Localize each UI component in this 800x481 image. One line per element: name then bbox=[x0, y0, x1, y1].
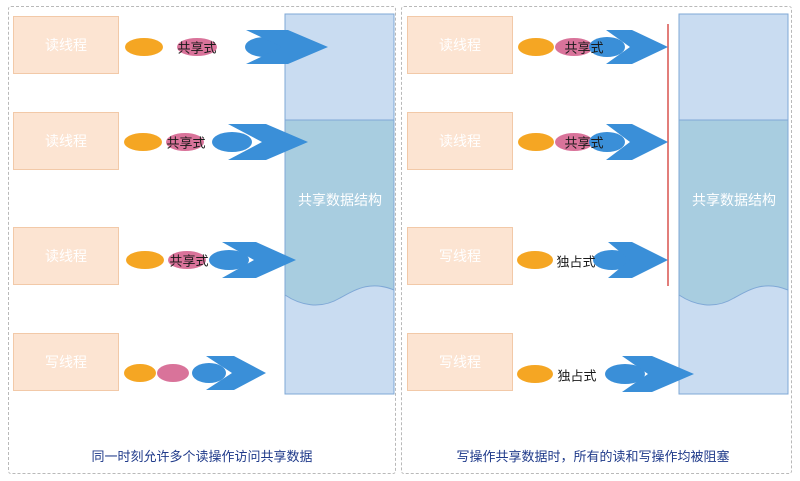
right-row-3 bbox=[517, 242, 668, 278]
chevron-arrow-icon bbox=[606, 124, 668, 160]
blue-oval bbox=[589, 132, 625, 152]
chevron-arrow-icon bbox=[622, 356, 694, 392]
left-mode-label-3: 共享式 bbox=[169, 254, 209, 270]
chevron-arrow-icon bbox=[608, 242, 668, 278]
left-shared-data-structure bbox=[284, 13, 395, 395]
blue-oval bbox=[209, 250, 249, 270]
left-mode-label-2: 共享式 bbox=[166, 136, 206, 152]
chevron-arrow-icon bbox=[246, 30, 328, 64]
left-mode-label-1: 共享式 bbox=[177, 41, 217, 57]
blue-oval bbox=[605, 364, 645, 384]
blue-oval bbox=[192, 363, 226, 383]
right-row-4 bbox=[517, 356, 694, 392]
pink-oval bbox=[177, 38, 217, 56]
left-thread-3: 读线程 bbox=[13, 227, 119, 285]
orange-oval bbox=[517, 365, 553, 383]
right-mode-label-4: 独占式 bbox=[557, 369, 597, 385]
chevron-arrow-icon bbox=[606, 30, 668, 64]
pink-oval bbox=[555, 38, 593, 56]
left-row-3 bbox=[126, 242, 296, 278]
right-mode-label-2: 共享式 bbox=[564, 136, 604, 152]
orange-oval bbox=[124, 364, 156, 382]
right-thread-3: 写线程 bbox=[407, 227, 513, 285]
right-row-2 bbox=[518, 124, 668, 160]
right-mode-label-3: 独占式 bbox=[556, 255, 596, 271]
left-panel bbox=[8, 6, 396, 474]
orange-oval bbox=[518, 133, 554, 151]
orange-oval bbox=[518, 38, 554, 56]
right-shared-data-structure bbox=[678, 13, 789, 395]
chevron-arrow-icon bbox=[206, 356, 266, 390]
left-structure-label: 共享数据结构 bbox=[298, 193, 382, 209]
right-caption: 写操作共享数据时，所有的读和写操作均被阻塞 bbox=[456, 450, 730, 465]
orange-oval bbox=[124, 133, 162, 151]
right-panel bbox=[401, 6, 792, 474]
pink-oval bbox=[166, 133, 204, 151]
right-thread-2: 读线程 bbox=[407, 112, 513, 170]
pink-oval bbox=[555, 133, 593, 151]
blue-oval bbox=[589, 37, 625, 57]
pink-oval bbox=[157, 364, 189, 382]
left-caption: 同一时刻允许多个读操作访问共享数据 bbox=[91, 450, 313, 465]
left-thread-2: 读线程 bbox=[13, 112, 119, 170]
chevron-arrow-icon bbox=[222, 242, 296, 278]
right-thread-4: 写线程 bbox=[407, 333, 513, 391]
pink-oval bbox=[168, 251, 206, 269]
right-thread-1: 读线程 bbox=[407, 16, 513, 74]
blue-oval bbox=[212, 132, 252, 152]
right-structure-label: 共享数据结构 bbox=[692, 193, 776, 209]
left-row-2 bbox=[124, 124, 308, 160]
blue-oval bbox=[593, 250, 631, 270]
left-thread-1: 读线程 bbox=[13, 16, 119, 74]
right-mode-label-1: 共享式 bbox=[564, 41, 604, 57]
left-thread-4: 写线程 bbox=[13, 333, 119, 391]
right-row-1 bbox=[518, 30, 668, 64]
left-row-4 bbox=[124, 356, 266, 390]
orange-oval bbox=[126, 251, 164, 269]
orange-oval bbox=[125, 38, 163, 56]
left-row-1 bbox=[125, 30, 328, 64]
orange-oval bbox=[517, 251, 553, 269]
chevron-arrow-icon bbox=[228, 124, 308, 160]
